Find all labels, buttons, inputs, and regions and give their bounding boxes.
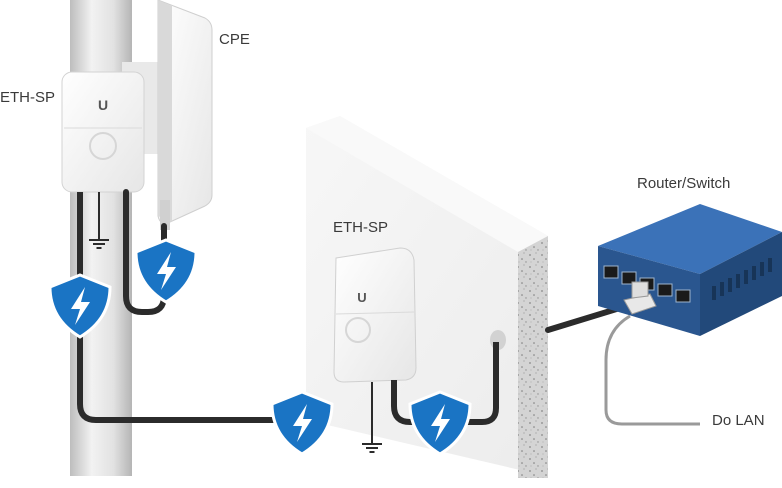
router-switch [598,204,782,336]
eth-sp-pole-label: ETH-SP [0,89,56,106]
shield-lightning-icon-cpe [134,238,198,304]
eth-sp-pole-unit: U [61,71,145,193]
cpe-label: CPE [219,31,250,48]
shield-lightning-icon-wall-left [270,390,334,456]
ubiquiti-u-logo-wall: U [357,290,366,305]
ubiquiti-u-logo: U [98,97,108,113]
eth-sp-wall-unit: U [333,247,417,383]
cable-cpe-to-ethsp [123,189,167,315]
lan-label: Do LAN [712,412,765,429]
eth-sp-wall-label: ETH-SP [333,219,389,236]
lan-cable [604,314,700,426]
router-switch-label: Router/Switch [637,175,731,192]
